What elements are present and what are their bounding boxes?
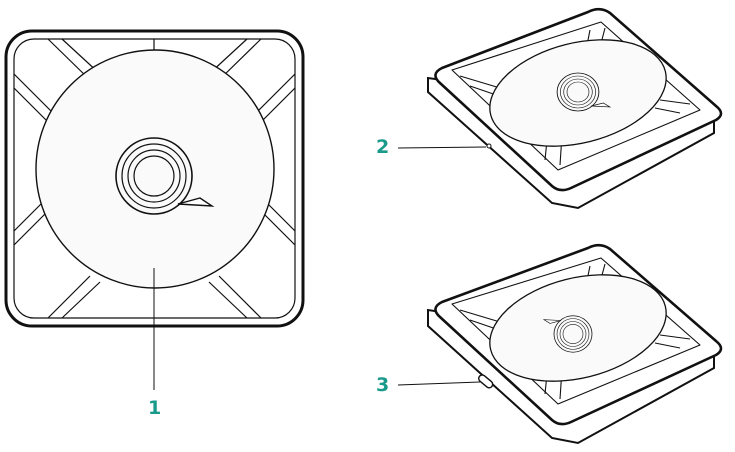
indicator-light (486, 143, 492, 149)
callout-line-3 (397, 381, 481, 386)
callout-number-2: 2 (376, 136, 390, 158)
callout-line-2 (397, 146, 487, 149)
front-view (4, 29, 305, 390)
iso-charging-surface (489, 39, 667, 147)
usb-c-port (478, 374, 494, 389)
iso-view-port (397, 243, 723, 445)
iso-charging-surface (489, 274, 667, 382)
charging-surface (35, 49, 275, 289)
callout-number-3: 3 (376, 374, 390, 396)
iso-view-indicator (397, 7, 723, 210)
callout-number-1: 1 (148, 397, 162, 419)
